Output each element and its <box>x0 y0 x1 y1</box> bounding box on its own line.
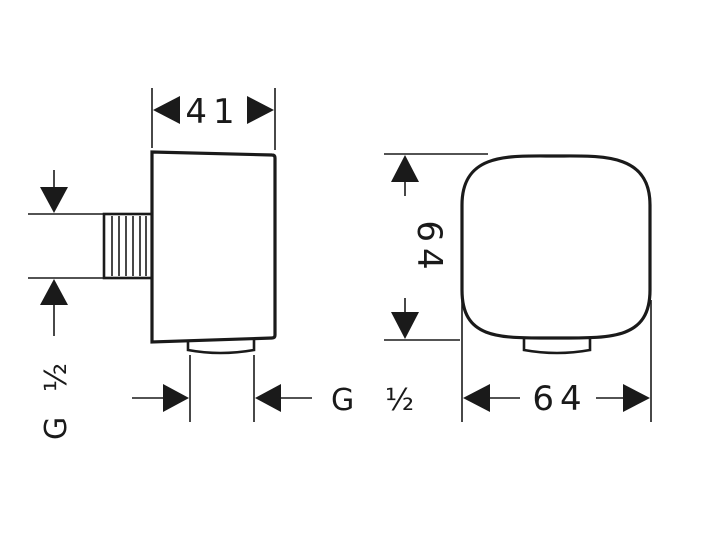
dimension-side-thread <box>28 170 104 336</box>
dimension-bottom-thread: G ½ <box>132 355 414 422</box>
bottom-thread-g: G <box>331 383 354 418</box>
dimension-64-horizontal: 64 <box>461 300 652 422</box>
side-view <box>102 150 277 355</box>
side-thread-g: G <box>39 417 74 440</box>
front-view-body <box>460 154 652 340</box>
dimension-41: 41 <box>151 88 276 150</box>
bottom-thread-size: ½ <box>385 383 414 418</box>
dimension-64-vertical-label: 64 <box>409 220 449 275</box>
dimension-64-horizontal-label: 64 <box>532 379 587 419</box>
side-view-bottom-outlet <box>186 339 256 355</box>
side-thread-label: G ½ <box>39 363 74 440</box>
side-thread-connector <box>102 212 154 280</box>
side-thread-size: ½ <box>39 363 74 392</box>
dimension-64-vertical: 64 <box>384 153 488 341</box>
dimension-41-label: 41 <box>185 92 240 132</box>
front-view-bottom-outlet <box>522 338 592 355</box>
front-view <box>460 154 652 355</box>
side-view-body <box>150 150 277 344</box>
